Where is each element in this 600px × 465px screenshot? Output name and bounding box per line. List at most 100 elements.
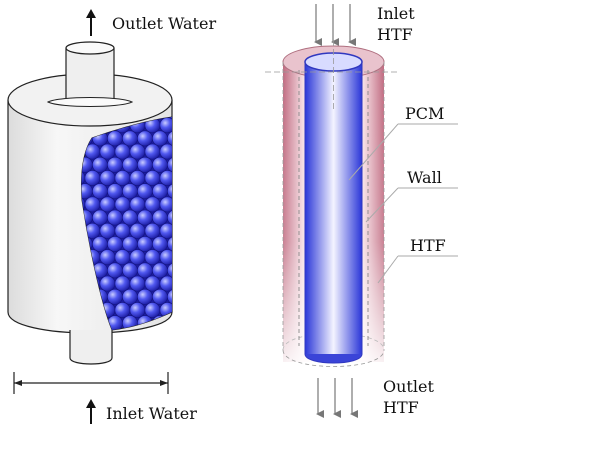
pcm-capsule-ball <box>107 236 123 252</box>
pcm-capsule-ball <box>114 170 131 186</box>
pcm-capsule-ball <box>144 143 161 160</box>
single-tube-model-diagram: Inlet HTF <box>265 4 458 418</box>
outlet-htf-arrows <box>316 378 358 418</box>
inlet-htf-arrows <box>314 4 356 46</box>
pcm-capsule-ball <box>152 236 168 252</box>
pcm-capsule-ball <box>167 183 172 200</box>
pcm-capsule-ball <box>144 222 161 239</box>
pcm-capsule-ball <box>129 249 146 266</box>
pcm-capsule-ball <box>107 183 123 200</box>
pcm-capsule-ball <box>107 262 123 279</box>
pcm-capsule-ball <box>129 302 146 318</box>
pcm-capsule-ball <box>167 262 172 279</box>
pcm-capsule-ball <box>144 196 161 213</box>
inlet-htf-label-line2: HTF <box>377 25 413 44</box>
pcm-capsule-ball <box>129 170 146 186</box>
pcm-capsule-ball <box>99 249 116 266</box>
pcm-capsule-ball <box>122 130 138 147</box>
outlet-water-arrow <box>86 9 96 36</box>
pcm-capsule-ball <box>137 262 153 279</box>
pcm-capsule-ball <box>137 156 153 173</box>
pcm-capsule-ball <box>114 275 131 292</box>
outlet-htf-label-line2: HTF <box>383 398 419 417</box>
pcm-capsule-ball <box>152 288 168 305</box>
pcm-capsule-ball <box>92 156 108 173</box>
pcm-capsule-ball <box>107 288 123 305</box>
pcm-capsule-ball <box>167 236 172 252</box>
pcm-capsule-ball <box>99 222 116 239</box>
label-leaders <box>348 123 458 284</box>
pcm-capsule-ball <box>159 328 172 330</box>
inlet-htf-label-line1: Inlet <box>377 4 415 23</box>
pcm-capsule-ball <box>114 222 131 239</box>
pcm-capsule-ball <box>122 236 138 252</box>
pcm-capsule-ball <box>137 236 153 252</box>
pcm-capsule-ball <box>167 156 172 173</box>
pcm-capsule-ball <box>144 170 161 186</box>
pcm-capsule-ball <box>129 143 146 160</box>
pcm-capsule-ball <box>152 262 168 279</box>
pcm-capsule-ball <box>159 143 172 160</box>
inlet-water-label: Inlet Water <box>106 404 197 423</box>
pcm-capsule-ball <box>144 328 161 330</box>
pcm-capsule-ball <box>114 196 131 213</box>
pcm-capsule-ball <box>129 275 146 292</box>
pcm-capsule-ball <box>107 156 123 173</box>
pcm-capsule-ball <box>107 209 123 226</box>
pcm-capsule-ball <box>129 328 146 330</box>
pcm-capsule-ball <box>144 302 161 318</box>
inlet-water-arrow <box>86 399 96 424</box>
pcm-capsule-ball <box>122 288 138 305</box>
pcm-capsule-ball <box>84 196 101 213</box>
pcm-capsule-ball <box>137 183 153 200</box>
tube-wall <box>298 70 369 346</box>
center-crosshair <box>265 40 400 110</box>
pcm-capsule-ball <box>114 143 131 160</box>
pcm-capsule-ball <box>144 275 161 292</box>
pcm-capsule-ball <box>137 209 153 226</box>
dimension-line <box>13 372 169 394</box>
packed-bed-tank-diagram: Outlet Water <box>7 9 216 424</box>
pcm-capsule-ball <box>167 209 172 226</box>
pcm-capsule-ball <box>99 275 116 292</box>
pcm-capsule-ball <box>129 222 146 239</box>
pcm-capsule-ball <box>152 183 168 200</box>
pcm-capsule-ball <box>167 288 172 305</box>
pcm-capsule-ball <box>122 183 138 200</box>
pcm-capsule-ball <box>99 196 116 213</box>
pcm-capsule-ball <box>84 170 101 186</box>
pcm-capsule-ball <box>152 130 168 147</box>
pcm-capsule-ball <box>159 222 172 239</box>
pcm-capsule-ball <box>122 262 138 279</box>
pcm-capsule-ball <box>114 249 131 266</box>
pcm-capsule-ball <box>159 170 172 186</box>
pcm-capsule-ball <box>122 209 138 226</box>
pcm-capsule-ball <box>152 117 168 120</box>
pcm-capsule-ball <box>92 236 108 252</box>
pcm-capsule-ball <box>114 302 131 318</box>
pcm-capsule-ball <box>152 209 168 226</box>
pcm-capsule-ball <box>159 249 172 266</box>
pcm-capsule-ball <box>137 130 153 147</box>
wall-label: Wall <box>407 168 442 187</box>
pcm-capsule-ball <box>137 288 153 305</box>
pcm-label: PCM <box>405 104 444 123</box>
pcm-capsule-ball <box>152 156 168 173</box>
outlet-water-label: Outlet Water <box>112 14 216 33</box>
pcm-capsule-ball <box>92 183 108 200</box>
pcm-capsule-ball <box>99 170 116 186</box>
pcm-capsule-ball <box>129 196 146 213</box>
pcm-capsule-ball <box>159 196 172 213</box>
pcm-capsule-ball <box>144 249 161 266</box>
pcm-capsule-ball <box>99 143 116 160</box>
pcm-capsule-ball <box>92 209 108 226</box>
pcm-capsule-ball <box>167 130 172 147</box>
pcm-capsule-ball <box>122 156 138 173</box>
pcm-capsule-ball <box>107 130 123 147</box>
pcm-capsule-ball <box>159 117 172 134</box>
outlet-htf-label-line1: Outlet <box>383 377 434 396</box>
htf-label: HTF <box>410 236 446 255</box>
pcm-capsule-ball <box>159 275 172 292</box>
